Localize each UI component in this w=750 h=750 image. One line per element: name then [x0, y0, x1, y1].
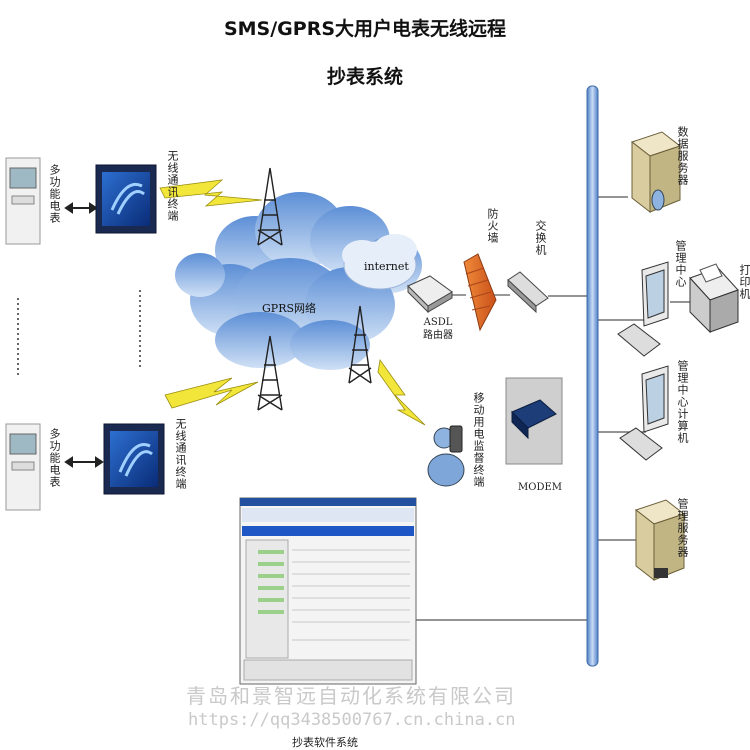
software-label: 抄表软件系统 — [292, 736, 358, 749]
modem-label: MODEM — [518, 482, 562, 493]
firewall-label: 防火墙 — [486, 208, 499, 244]
printer-label: 打印机 — [738, 264, 750, 300]
management-center-label: 管理中心 — [674, 240, 687, 288]
terminal-bottom-label: 无线通讯终端 — [174, 418, 187, 490]
data-server-label: 数据服务器 — [676, 126, 689, 186]
printer-icon — [689, 263, 739, 334]
terminal-top-label: 无线通讯终端 — [166, 150, 179, 222]
software-window-icon — [239, 497, 417, 685]
firewall-icon — [463, 253, 497, 332]
terminal-icon — [95, 164, 165, 495]
tower-icon — [257, 167, 372, 411]
gprs-network-label: GPRS网络 — [262, 301, 316, 315]
meter-bottom-label: 多功能电表 — [48, 428, 61, 488]
phone-user-icon — [427, 425, 465, 487]
meter-icon — [5, 157, 41, 511]
network-bus — [586, 85, 599, 667]
router-icon — [407, 275, 453, 314]
watermark-url: https://qq3438500767.cn.china.cn — [188, 710, 516, 730]
diagram-title-line1: SMS/GPRS大用户电表无线远程 — [223, 18, 507, 40]
internet-label: internet — [364, 260, 409, 273]
mgmt-computer-label: 管理中心计算机 — [676, 360, 689, 444]
switch-label: 交换机 — [534, 220, 547, 256]
lightning-icon — [159, 179, 426, 426]
computer-icon — [617, 261, 669, 461]
mgmt-server-label: 管理服务器 — [676, 498, 689, 558]
cloud-icon — [175, 192, 422, 370]
modem-icon — [505, 377, 563, 465]
diagram-title-line2: 抄表系统 — [326, 66, 403, 88]
meter-top-label: 多功能电表 — [48, 164, 61, 224]
switch-icon — [507, 271, 549, 314]
mobile-terminal-label: 移动用电监督终端 — [472, 392, 485, 488]
server-icon — [630, 131, 686, 582]
watermark-company: 青岛和景智远自动化系统有限公司 — [186, 684, 516, 708]
adsl-router-label: ASDL路由器 — [423, 317, 453, 341]
